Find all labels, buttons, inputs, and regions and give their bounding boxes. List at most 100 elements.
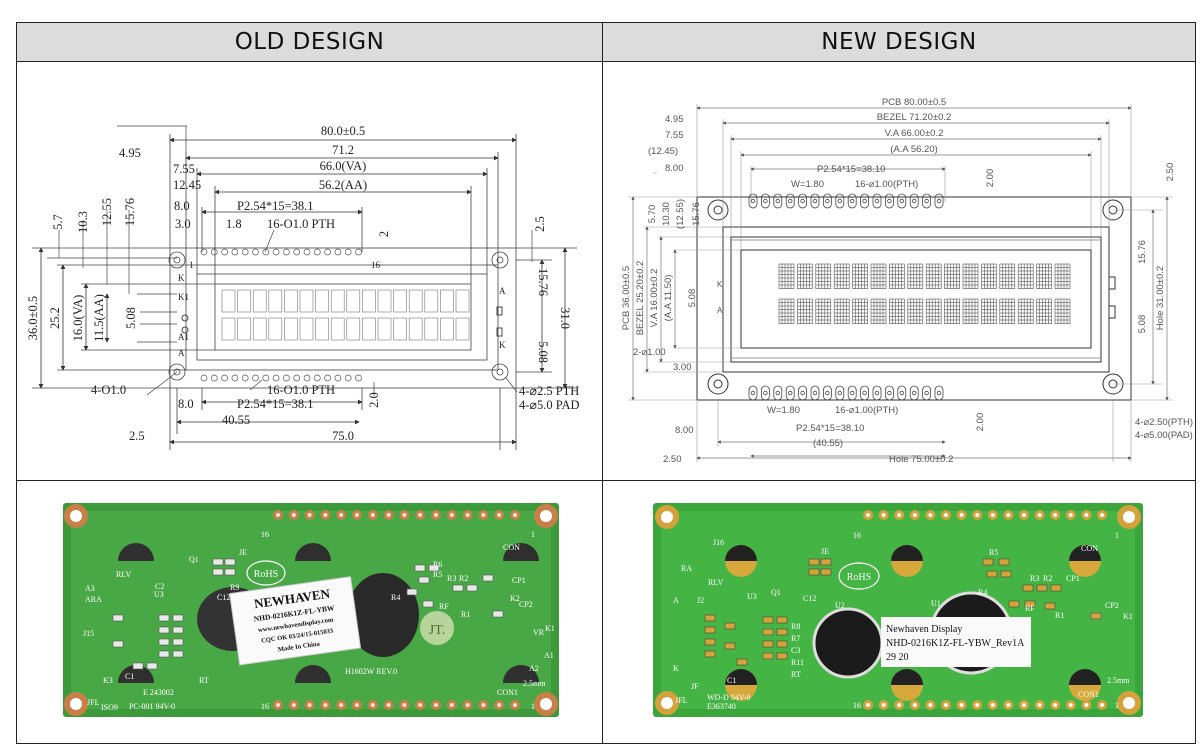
- old-photo-r2: R2: [459, 574, 468, 583]
- new-pad-hole: [1100, 703, 1104, 707]
- old-pad-hole: [465, 513, 470, 517]
- old-pin-a-label: A: [178, 348, 185, 358]
- new-dim-1255: (12.55): [675, 199, 686, 229]
- old-pin: [313, 248, 321, 256]
- old-pad-hole: [323, 513, 328, 517]
- old-char-cell: [330, 289, 345, 313]
- new-pin: [748, 385, 758, 401]
- new-pad-hole: [1084, 703, 1089, 707]
- old-pin: [355, 248, 362, 256]
- new-photo-r7: R7: [791, 634, 800, 643]
- old-smd: [158, 638, 170, 646]
- new-smd: [986, 570, 998, 578]
- old-char-cell: [455, 317, 470, 341]
- new-photo-a: A: [673, 596, 679, 605]
- new-photo-2-5mm: 2.5mm: [1107, 676, 1130, 685]
- new-pin-hole: [775, 390, 780, 396]
- old-char-cell: [299, 317, 314, 341]
- old-photo-a1: A1: [544, 651, 554, 660]
- old-mount-hole: [168, 363, 186, 381]
- new-photo-wd: WD-D 94V-0: [707, 693, 750, 702]
- old-smd: [428, 564, 440, 572]
- new-pin: [884, 385, 894, 401]
- old-char-cell: [424, 289, 439, 313]
- new-pth-bottom: 16-⌀1.00(PTH): [835, 405, 898, 416]
- old-pin: [262, 248, 270, 256]
- new-label-line3: 29 20: [886, 652, 909, 663]
- new-pin-hole: [837, 390, 842, 396]
- old-dim-right-1576: 15.76: [536, 268, 550, 296]
- old-smd: [172, 614, 184, 622]
- new-pin: [872, 193, 882, 209]
- new-dim-bottom-250: 2.50: [663, 454, 682, 465]
- new-pin: [872, 385, 882, 401]
- new-photo-jf: JF: [691, 682, 699, 691]
- new-pin: [884, 193, 894, 209]
- new-pin: [822, 193, 832, 209]
- old-dim-height-aa: 11.5(AA): [92, 294, 106, 342]
- old-pin: [283, 248, 290, 256]
- new-smd: [704, 638, 716, 646]
- new-smd: [762, 628, 774, 636]
- old-photo-ara: ARA: [85, 595, 102, 604]
- new-photo-k1: K1: [1123, 612, 1133, 621]
- new-photo-c1: C1: [727, 676, 736, 685]
- old-smd-components: [112, 558, 504, 670]
- old-dim-height-508: 5.08: [124, 307, 138, 329]
- new-dim-height-bezel: BEZEL 25.20±0.2: [635, 261, 646, 336]
- old-pad-hole: [513, 513, 517, 517]
- old-pin: [252, 248, 259, 256]
- old-pin-k1-label: K1: [178, 292, 189, 302]
- new-photo-j2: J2: [697, 596, 704, 605]
- old-photo-pin16-bottom: 16: [261, 702, 269, 711]
- new-pad-hole: [881, 513, 886, 517]
- new-photo-pin1: 1: [1115, 531, 1119, 540]
- new-dim-right-hole: Hole 31.00±0.2: [1155, 266, 1166, 330]
- old-dim-right-310: 31.0: [558, 307, 572, 329]
- new-dim-height-aa: (A.A 11.50): [663, 275, 674, 322]
- new-dim-4055: (40.55): [813, 438, 843, 449]
- new-photo-rt: RT: [791, 670, 801, 679]
- new-pin-hole: [874, 390, 880, 396]
- old-pad-hole: [449, 513, 454, 517]
- old-pin: [241, 248, 249, 256]
- old-dim-103: 10.3: [76, 211, 90, 233]
- old-pin: [272, 374, 280, 382]
- new-photo-u2: U2: [835, 601, 845, 610]
- old-smd: [452, 584, 464, 592]
- old-photo-c1: C1: [125, 672, 134, 681]
- new-pin: [760, 193, 770, 209]
- old-mount-hole: [491, 251, 509, 269]
- old-smd: [212, 568, 224, 576]
- new-pad-hole: [990, 703, 995, 707]
- old-char-cell: [408, 289, 423, 313]
- new-photo-u1: U1: [931, 599, 941, 608]
- new-dim-height-pcb: PCB 36.00±0.5: [621, 266, 632, 330]
- old-smd: [224, 558, 236, 566]
- old-photo-rt: RT: [199, 676, 209, 685]
- old-smd: [172, 626, 184, 634]
- new-dim-w180-bottom: W=1.80: [767, 405, 800, 416]
- new-dim-755: 7.55: [665, 130, 684, 141]
- new-photo-j16: J16: [713, 538, 724, 547]
- old-photo-k2: K2: [510, 594, 520, 603]
- old-smd: [112, 640, 124, 648]
- old-photo-vr: VR: [533, 628, 545, 637]
- new-dim-bottom-200: 2.00: [975, 413, 986, 432]
- old-pad-hole: [386, 513, 391, 517]
- new-photo-q1: Q1: [771, 588, 781, 597]
- new-photo-pin16-bottom: 16: [853, 701, 861, 710]
- old-pad-hole: [355, 513, 359, 517]
- old-smd: [492, 610, 504, 618]
- old-smd: [224, 568, 236, 576]
- new-pin: [760, 385, 770, 401]
- old-smd: [406, 588, 418, 596]
- new-dim-bezel: BEZEL 71.20±0.2: [877, 112, 952, 123]
- new-pin: [897, 193, 907, 209]
- new-dim-va: V.A 66.00±0.2: [885, 128, 944, 139]
- old-char-cell: [237, 289, 251, 313]
- old-smd: [482, 574, 494, 582]
- new-photo-r8: R8: [791, 622, 800, 631]
- new-smd: [998, 558, 1010, 566]
- old-char-cell: [455, 289, 470, 313]
